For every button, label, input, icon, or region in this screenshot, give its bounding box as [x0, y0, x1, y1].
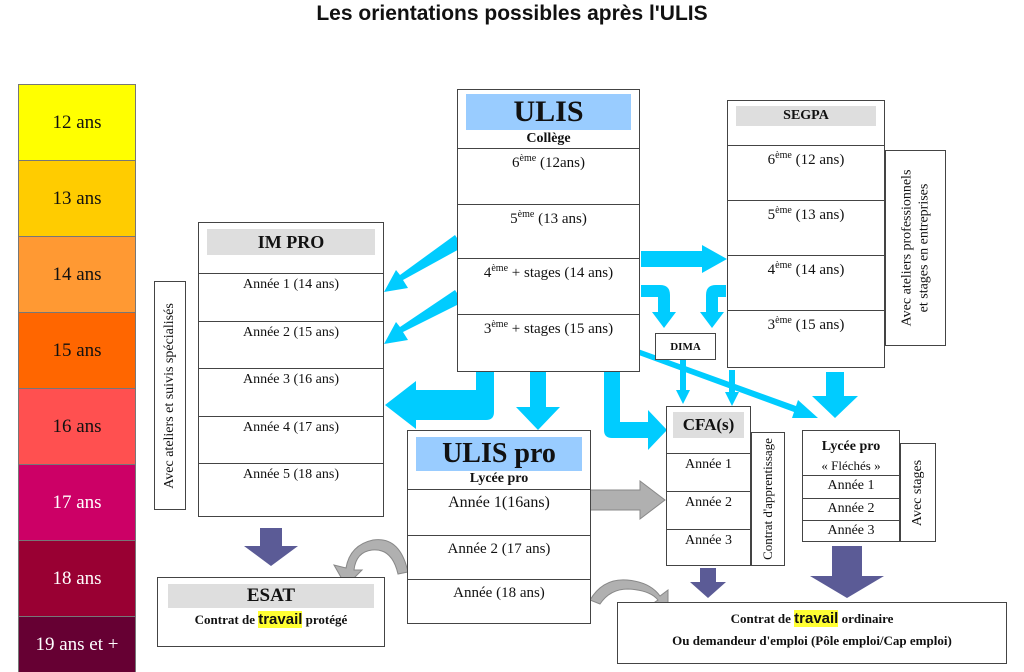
cfa-row-2: Année 2 — [667, 491, 750, 529]
ulis-college-box: ULIS Collège 6ème (12ans) 5ème (13 ans) … — [457, 89, 640, 372]
cfa-side-note: Contrat d'apprentissage — [751, 432, 785, 566]
segpa-box: SEGPA 6ème (12 ans) 5ème (13 ans) 4ème (… — [727, 100, 885, 368]
ulispro-title: ULIS pro — [416, 437, 582, 471]
impro-title: IM PRO — [207, 229, 375, 255]
arrow-dima-to-cfa — [676, 360, 690, 404]
segpa-side-line-1: Avec ateliers professionnels — [899, 169, 915, 327]
lyceepro-side-note: Avec stages — [900, 443, 936, 542]
arrow-ulis-to-lyceepro — [636, 349, 818, 418]
lyceepro-row-1: Année 1 — [803, 475, 899, 498]
impro-side-note: Avec ateliers et suivis spécialisés — [154, 281, 186, 510]
lyceepro-box: Lycée pro « Fléchés » Année 1 Année 2 An… — [802, 430, 900, 542]
ulis-row-5e: 5ème (13 ans) — [458, 204, 639, 258]
page-title: Les orientations possibles après l'ULIS — [316, 2, 708, 25]
ulis-subtitle: Collège — [526, 131, 571, 146]
lyceepro-title: Lycée pro — [821, 439, 881, 454]
arrow-cfa-to-contrat — [690, 568, 726, 598]
impro-row-3: Année 3 (16 ans) — [199, 368, 383, 416]
ulis-row-6e: 6ème (12ans) — [458, 148, 639, 204]
impro-row-2: Année 2 (15 ans) — [199, 321, 383, 368]
cfa-row-3: Année 3 — [667, 529, 750, 566]
segpa-row-5e: 5ème (13 ans) — [728, 200, 884, 255]
age-12: 12 ans — [18, 84, 136, 160]
arrow-ulis-to-segpa — [641, 245, 727, 273]
arrow-impro-to-esat — [244, 528, 298, 566]
contrat-box: Contrat de travail ordinaire Ou demandeu… — [617, 602, 1007, 664]
ulis-title: ULIS — [466, 94, 631, 130]
ulis-row-4e: 4ème + stages (14 ans) — [458, 258, 639, 314]
esat-text: Contrat de travail protégé — [194, 611, 348, 628]
lyceepro-row-2: Année 2 — [803, 498, 899, 520]
cfa-box: CFA(s) Année 1 Année 2 Année 3 — [666, 406, 751, 566]
ulispro-row-3: Année (18 ans) — [408, 579, 590, 624]
arrow-ulis-to-cfa — [604, 372, 667, 450]
ulispro-row-1: Année 1(16ans) — [408, 489, 590, 535]
contrat-highlight: travail — [794, 610, 839, 627]
arrow-segpa-to-dima — [700, 285, 726, 328]
arrow-ulis-to-impro-2 — [384, 290, 463, 344]
segpa-title: SEGPA — [736, 106, 876, 126]
age-17: 17 ans — [18, 464, 136, 540]
arrow-lyceepro-to-contrat — [810, 546, 884, 598]
impro-row-4: Année 4 (17 ans) — [199, 416, 383, 463]
esat-title: ESAT — [168, 584, 374, 608]
age-13: 13 ans — [18, 160, 136, 236]
age-14: 14 ans — [18, 236, 136, 312]
contrat-line-2: Ou demandeur d'emploi (Pôle emploi/Cap e… — [672, 633, 952, 648]
segpa-side-note: Avec ateliers professionnels et stages e… — [885, 150, 946, 346]
lyceepro-subtitle: « Fléchés » — [821, 458, 881, 473]
esat-box: ESAT Contrat de travail protégé — [157, 577, 385, 647]
dima-box: DIMA — [655, 333, 716, 360]
cfa-title: CFA(s) — [673, 412, 744, 438]
age-15: 15 ans — [18, 312, 136, 388]
arrow-ulis-to-impro-3 — [385, 372, 494, 429]
segpa-row-3e: 3ème (15 ans) — [728, 310, 884, 368]
arrow-ulis-to-ulispro — [516, 372, 560, 430]
age-18: 18 ans — [18, 540, 136, 616]
segpa-side-line-2: et stages en entreprises — [916, 183, 932, 313]
impro-row-5: Année 5 (18 ans) — [199, 463, 383, 511]
arrow-ulispro-to-cfa — [589, 479, 666, 521]
cfa-row-1: Année 1 — [667, 453, 750, 491]
segpa-row-4e: 4ème (14 ans) — [728, 255, 884, 310]
contrat-line-1: Contrat de travail ordinaire — [730, 610, 894, 627]
impro-box: IM PRO Année 1 (14 ans) Année 2 (15 ans)… — [198, 222, 384, 517]
age-19-plus: 19 ans et + — [18, 616, 136, 672]
arrow-ulis-to-dima — [641, 285, 676, 328]
ulispro-box: ULIS pro Lycée pro Année 1(16ans) Année … — [407, 430, 591, 624]
ulispro-row-2: Année 2 (17 ans) — [408, 535, 590, 579]
segpa-row-6e: 6ème (12 ans) — [728, 145, 884, 200]
arrow-ulis-to-impro-1 — [384, 235, 463, 292]
impro-row-1: Année 1 (14 ans) — [199, 273, 383, 321]
ulispro-subtitle: Lycée pro — [469, 471, 529, 486]
age-16: 16 ans — [18, 388, 136, 464]
lyceepro-row-3: Année 3 — [803, 520, 899, 542]
esat-highlight: travail — [258, 611, 303, 628]
arrow-segpa-to-lyceepro — [812, 372, 858, 418]
dima-label: DIMA — [670, 340, 701, 353]
ulis-row-3e: 3ème + stages (15 ans) — [458, 314, 639, 372]
